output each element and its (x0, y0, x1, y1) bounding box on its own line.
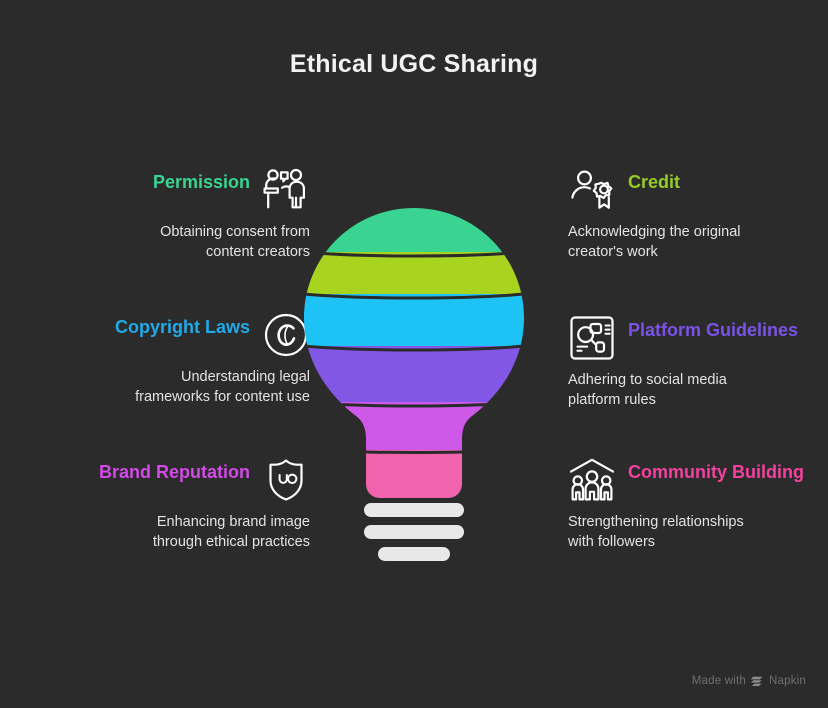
band-pink (304, 450, 524, 498)
document-search-icon (568, 314, 616, 362)
bulb-base-bars (364, 503, 464, 561)
shield-icon (262, 456, 310, 504)
item-title: Permission (152, 172, 250, 192)
people-speech-bubble-icon (262, 166, 310, 214)
item-brand-reputation[interactable]: Brand Reputation Enhancing brand image t… (30, 459, 310, 552)
item-header: Permission (30, 168, 310, 214)
item-title: Platform Guidelines (628, 320, 799, 340)
band-purple (304, 346, 524, 402)
item-title: Brand Reputation (99, 462, 250, 482)
item-header: Brand Reputation (30, 459, 310, 504)
band-green (304, 208, 524, 252)
item-platform-guidelines[interactable]: Platform Guidelines Adhering to social m… (568, 316, 828, 410)
footer-attribution: Made with Napkin (692, 675, 806, 687)
people-roof-icon (568, 456, 616, 504)
item-title: Community Building (628, 462, 804, 482)
item-community-building[interactable]: Community Building Strengthening relatio… (568, 458, 828, 552)
page-title: Ethical UGC Sharing (289, 50, 539, 78)
item-header: Copyright Laws (30, 313, 310, 359)
person-award-icon (568, 166, 616, 214)
item-header: Community Building (568, 458, 828, 504)
lightbulb-illustration (296, 200, 532, 570)
item-description: Understanding legal frameworks for conte… (135, 369, 310, 405)
item-description: Adhering to social media platform rules (568, 372, 727, 408)
item-description: Enhancing brand image through ethical pr… (152, 514, 310, 550)
item-title: Credit (628, 172, 681, 192)
band-magenta (304, 402, 524, 450)
item-header: Platform Guidelines (568, 316, 828, 362)
footer-brand-label: Napkin (769, 675, 806, 687)
item-description: Obtaining consent from content creators (160, 224, 310, 260)
item-description: Strengthening relationships with followe… (568, 514, 744, 550)
item-header: Credit (568, 170, 828, 214)
item-copyright-laws[interactable]: Copyright Laws Understanding legal frame… (30, 313, 310, 407)
band-cyan (304, 294, 524, 346)
item-title: Copyright Laws (114, 317, 250, 337)
napkin-logo-icon (751, 676, 764, 687)
bulb-bands (304, 208, 524, 498)
item-description: Acknowledging the original creator's wor… (568, 224, 741, 260)
item-permission[interactable]: Permission Obtaining consent f (30, 168, 310, 262)
band-yellowgreen (304, 252, 524, 294)
item-credit[interactable]: Credit Acknowledging the original creato… (568, 170, 828, 262)
footer-made-with-label: Made with (691, 675, 746, 687)
